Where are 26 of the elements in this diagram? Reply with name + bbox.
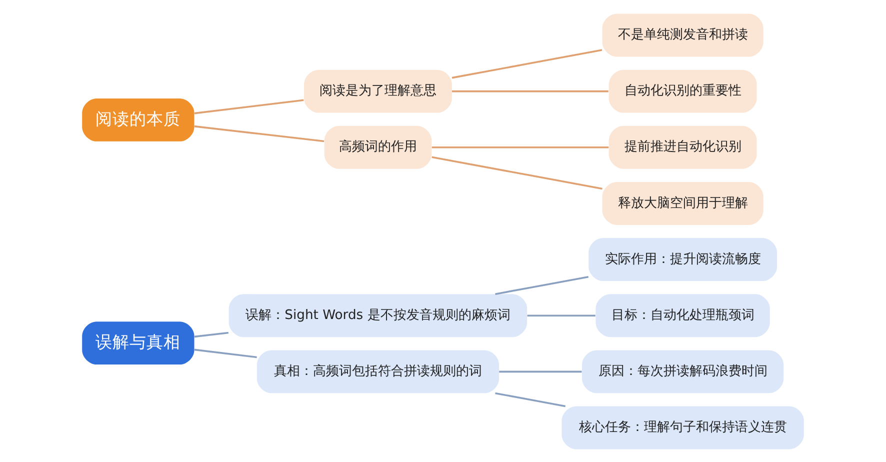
connector	[495, 275, 589, 294]
node-box: 目标：自动化处理瓶颈词	[596, 294, 770, 337]
connector	[432, 156, 602, 190]
connector	[452, 90, 608, 92]
node-box: 原因：每次拼读解码浪费时间	[582, 350, 784, 393]
node-box: 阅读是为了理解意思	[304, 69, 452, 112]
node-box: 不是单纯测发音和拼读	[602, 13, 764, 56]
node-box: 误解：Sight Words 是不按发音规则的麻烦词	[228, 294, 528, 337]
connector	[527, 314, 596, 316]
node-box: 释放大脑空间用于理解	[602, 182, 764, 224]
connector	[499, 370, 582, 372]
node-box: 阅读的本质	[82, 98, 194, 141]
node-box: 核心任务：理解句子和保持语义连贯	[562, 406, 804, 449]
connector	[194, 98, 304, 114]
connector	[194, 348, 257, 358]
connector	[194, 331, 229, 338]
node-box: 高频词的作用	[324, 125, 432, 168]
connector	[194, 124, 324, 142]
node-box: 真相：高频词包括符合拼读规则的词	[256, 350, 500, 393]
node-box: 自动化识别的重要性	[608, 69, 757, 112]
node-box: 实际作用：提升阅读流畅度	[588, 238, 778, 280]
node-box: 误解与真相	[82, 321, 194, 364]
connector	[432, 146, 609, 148]
connector	[495, 392, 566, 407]
node-box: 提前推进自动化识别	[608, 125, 757, 168]
connector	[452, 48, 602, 78]
